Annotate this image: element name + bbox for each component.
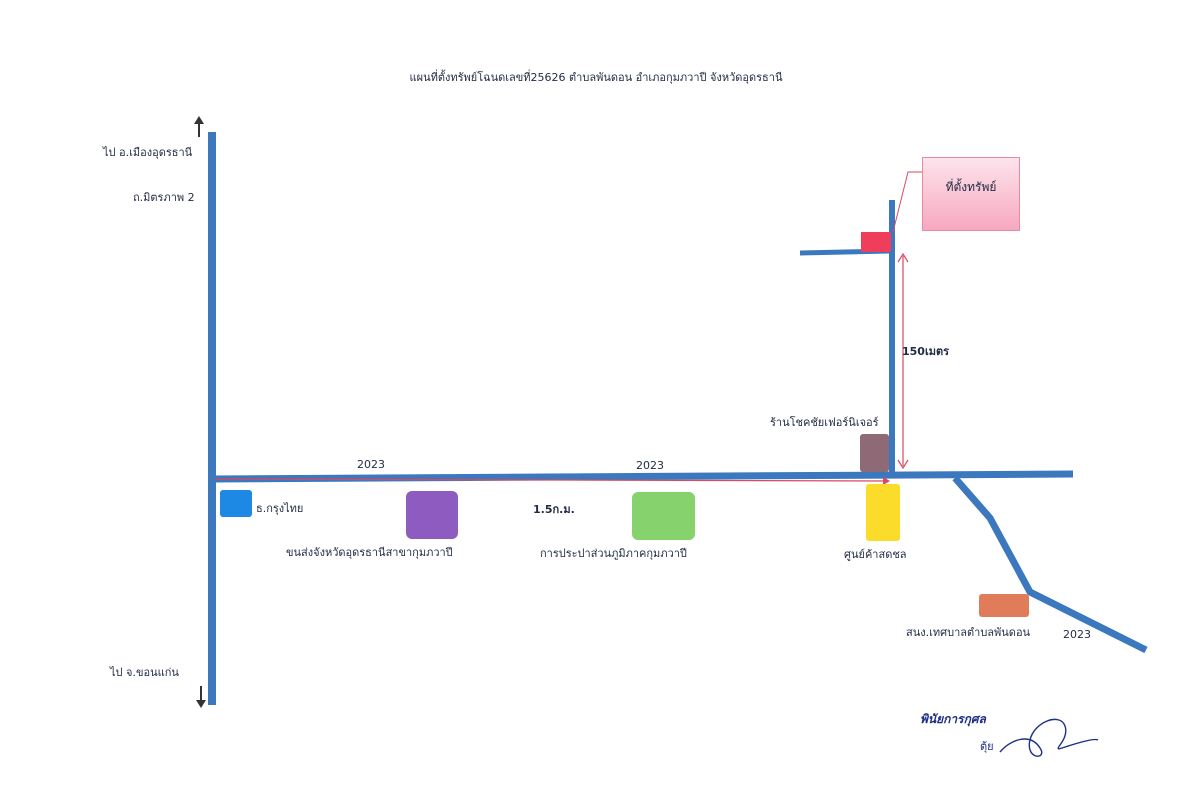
route-line — [214, 478, 889, 482]
property-label: ที่ตั้งทรัพย์ — [945, 180, 997, 194]
road-number-label: 2023 — [636, 459, 664, 472]
distance-arrow-top — [897, 252, 909, 263]
property-marker — [861, 232, 891, 252]
main-road-2023 — [211, 470, 1074, 483]
landmark-label-furniture-shop: ร้านโชคชัยเฟอร์นิเจอร์ — [770, 416, 879, 429]
south-direction-label: ไป จ.ขอนแก่น — [110, 666, 179, 679]
landmark-marker-furniture-shop — [860, 434, 889, 472]
distance-label: 1.5ก.ม. — [533, 503, 575, 516]
landmark-label-market: ศูนย์ค้าสดชล — [844, 548, 907, 561]
distance-arrow-bottom — [897, 459, 909, 470]
landmark-marker-waterworks — [632, 492, 695, 540]
landmark-marker-bank — [220, 490, 252, 517]
south-arrow-head — [196, 700, 206, 708]
landmark-label-municipal-office: สนง.เทศบาลตำบลพันดอน — [906, 626, 1031, 639]
landmark-marker-municipal-office — [979, 594, 1029, 617]
road-number-label: 2023 — [1063, 628, 1091, 641]
signature-text: พินัยการกุศล — [920, 712, 986, 726]
callout-pointer — [892, 171, 922, 233]
landmark-marker-transport-office — [406, 491, 458, 539]
map-title: แผนที่ตั้งทรัพย์โฉนดเลขที่25626 ตำบลพันด… — [409, 71, 783, 84]
property-callout: ที่ตั้งทรัพย์ — [922, 157, 1020, 231]
distance-label: 150เมตร — [902, 345, 950, 358]
landmark-marker-market — [866, 484, 900, 541]
north-arrow-head — [194, 116, 204, 124]
north-road-label: ถ.มิตรภาพ 2 — [133, 191, 195, 204]
route-arrowhead — [883, 477, 890, 485]
signature-scribble — [999, 718, 1099, 757]
north-direction-label: ไป อ.เมืองอุดรธานี — [103, 146, 193, 159]
signature-note: ตุ้ย — [980, 740, 994, 753]
landmark-label-bank: ธ.กรุงไทย — [256, 502, 304, 515]
landmark-label-waterworks: การประปาส่วนภูมิภาคกุมภวาปี — [540, 547, 687, 560]
road-number-label: 2023 — [357, 458, 385, 471]
landmark-label-transport-office: ขนส่งจังหวัดอุดรธานีสาขากุมภวาปี — [286, 546, 453, 559]
branch-road-2023 — [952, 475, 1148, 654]
